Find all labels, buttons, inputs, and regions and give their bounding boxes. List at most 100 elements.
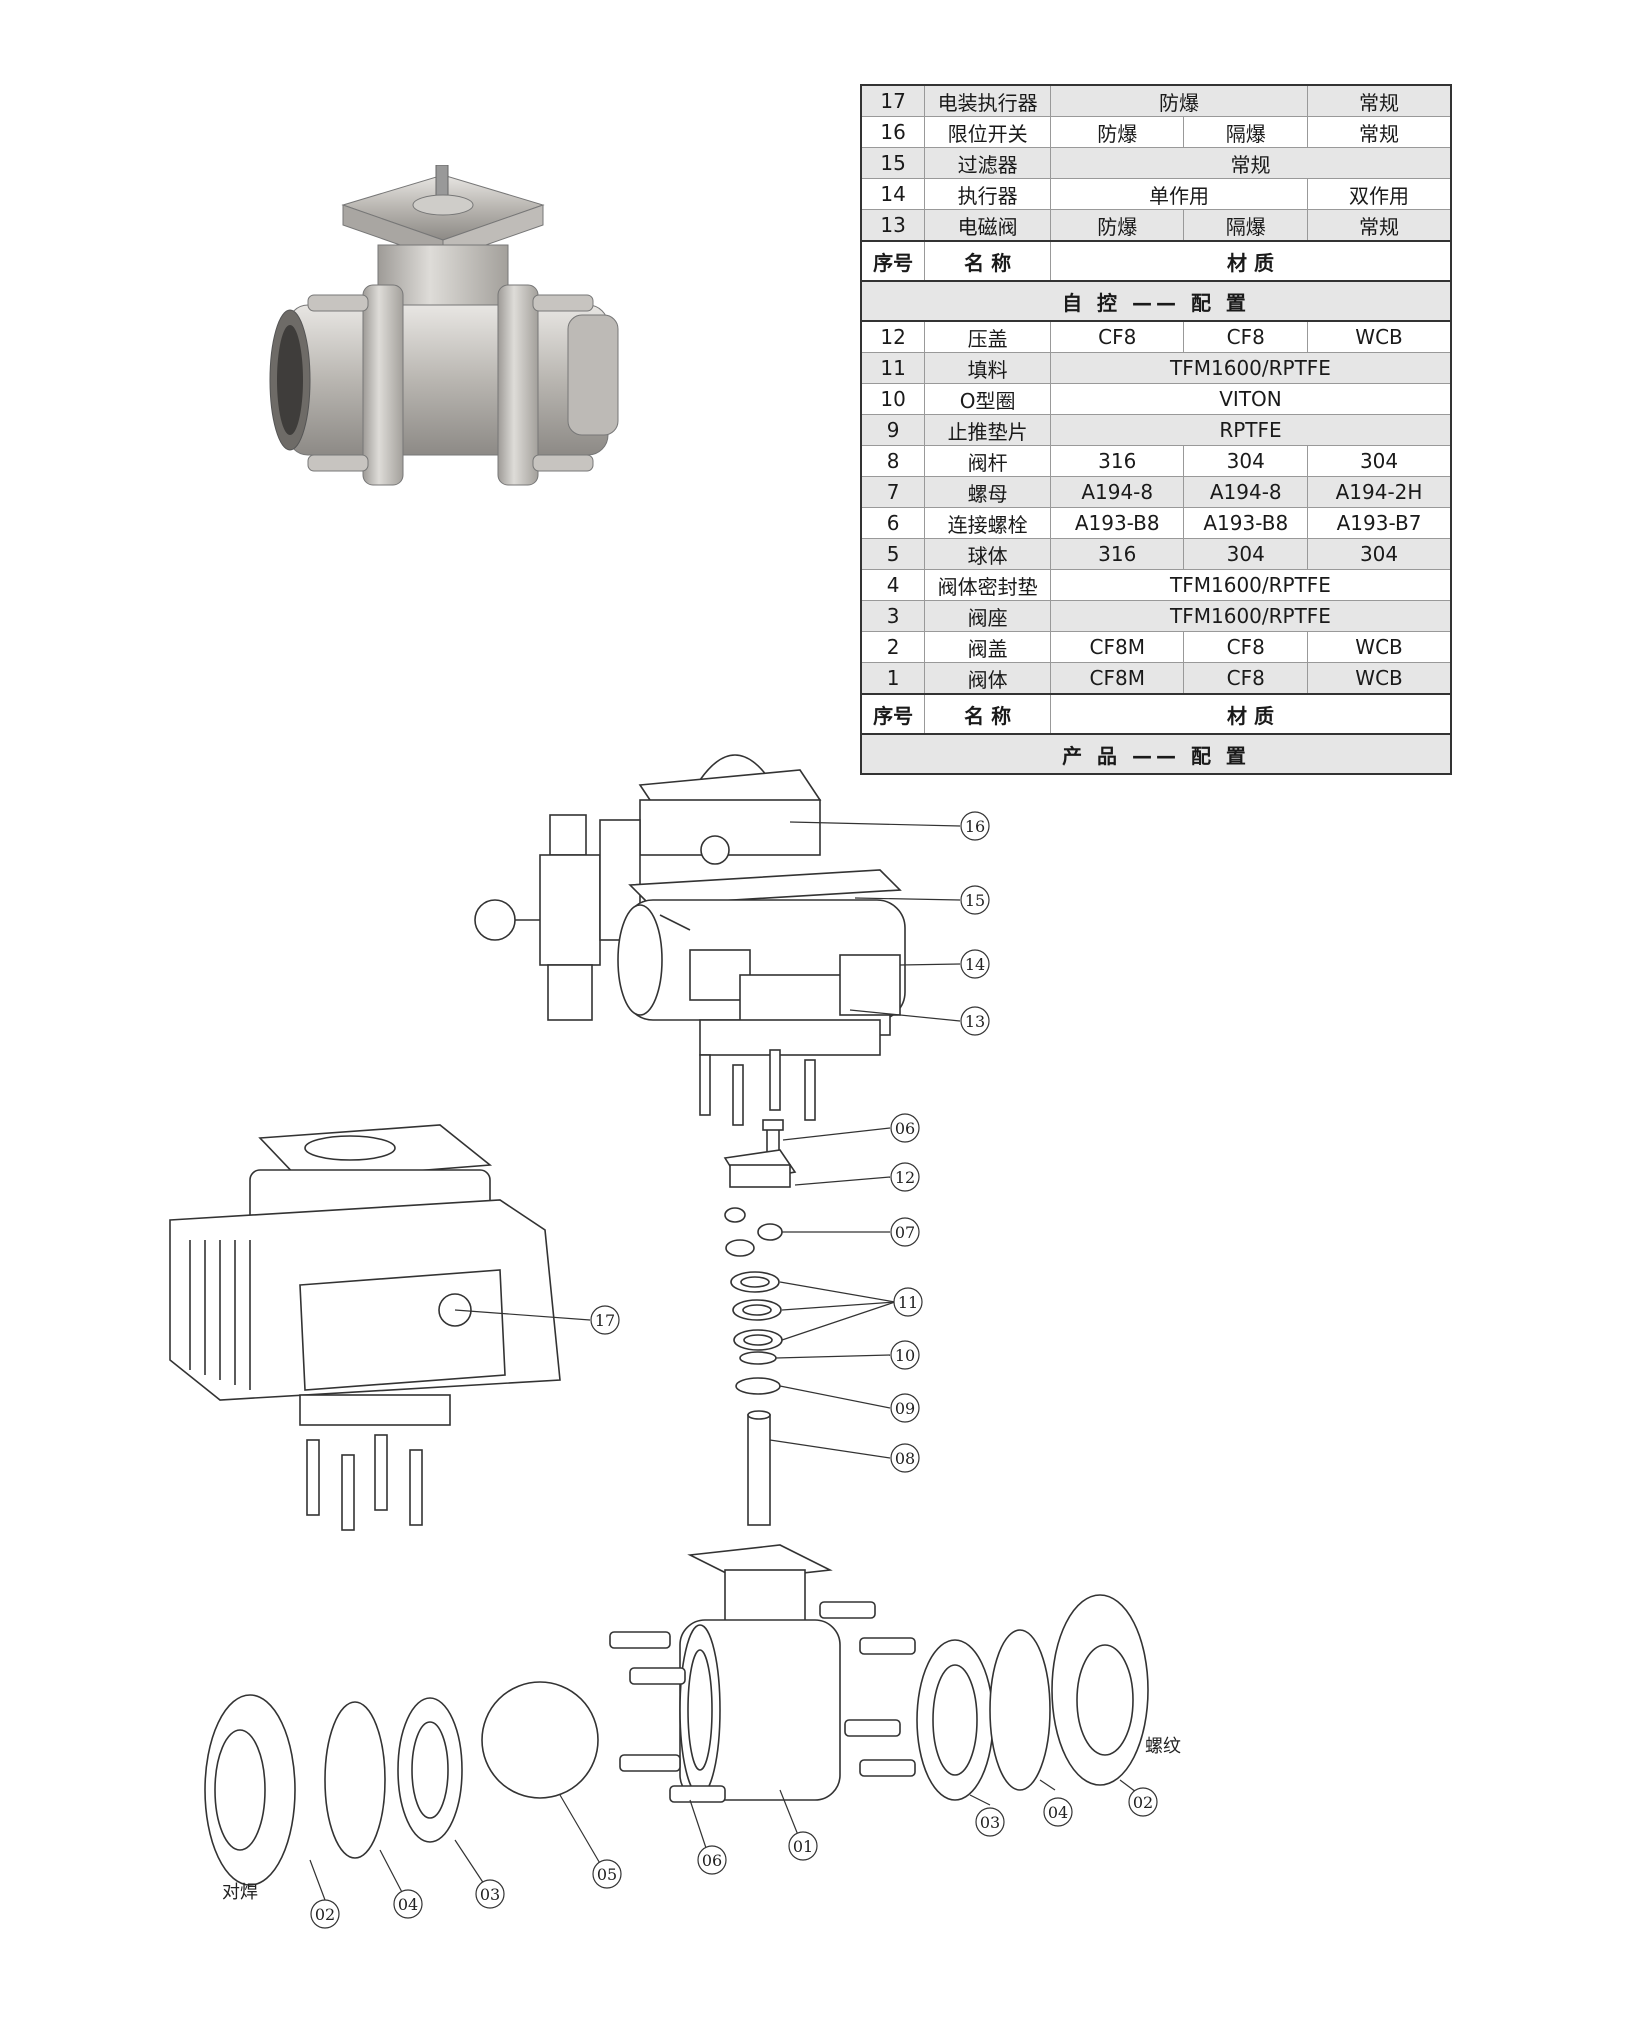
row-mat: 常规 xyxy=(1307,84,1452,117)
row-no: 16 xyxy=(860,116,926,148)
row-no: 12 xyxy=(860,320,926,353)
callout-09: 09 xyxy=(890,1393,920,1423)
row-mat: WCB xyxy=(1307,631,1452,663)
svg-text:04: 04 xyxy=(1048,1803,1068,1822)
row-mat: A193-B8 xyxy=(1183,507,1309,539)
row-no: 1 xyxy=(860,662,926,695)
weld-end-label: 对焊 xyxy=(222,1882,258,1903)
bom-header-row: 序号名 称材 质 xyxy=(860,693,1452,735)
solenoid-valve xyxy=(689,949,901,1056)
row-mat: 304 xyxy=(1183,445,1309,477)
row-name: 阀杆 xyxy=(924,445,1051,477)
callout-11: 11 xyxy=(893,1287,923,1317)
row-no: 15 xyxy=(860,147,926,179)
row-no: 6 xyxy=(860,507,926,539)
row-mat: VITON xyxy=(1049,383,1452,415)
row-name: 阀盖 xyxy=(924,631,1051,663)
row-name: 连接螺栓 xyxy=(924,507,1051,539)
thread-end-label: 螺纹 xyxy=(1145,1736,1181,1757)
row-mat: 防爆 xyxy=(1049,116,1185,148)
svg-text:04: 04 xyxy=(398,1895,418,1914)
row-no: 4 xyxy=(860,569,926,601)
row-mat: 304 xyxy=(1307,445,1452,477)
row-name: 电磁阀 xyxy=(924,209,1051,242)
svg-text:15: 15 xyxy=(965,891,985,910)
callout-08: 08 xyxy=(890,1443,920,1473)
svg-text:12: 12 xyxy=(895,1168,915,1187)
callout-16: 16 xyxy=(960,811,990,841)
callout-02-right: 02 xyxy=(1128,1787,1158,1817)
row-mat: 304 xyxy=(1183,538,1309,570)
svg-text:16: 16 xyxy=(965,817,985,836)
row-mat: 防爆 xyxy=(1049,209,1185,242)
row-no: 13 xyxy=(860,209,926,242)
svg-text:03: 03 xyxy=(980,1813,1000,1832)
limit-switch xyxy=(638,754,822,865)
callout-03-right: 03 xyxy=(975,1807,1005,1837)
row-name: 压盖 xyxy=(924,320,1051,353)
row-mat: 常规 xyxy=(1307,209,1452,242)
callout-02-left: 02 xyxy=(310,1899,340,1929)
svg-text:05: 05 xyxy=(597,1865,617,1884)
row-no: 2 xyxy=(860,631,926,663)
callout-03-left: 03 xyxy=(475,1879,505,1909)
svg-text:06: 06 xyxy=(895,1119,915,1138)
row-name: O型圈 xyxy=(924,383,1051,415)
row-no: 8 xyxy=(860,445,926,477)
callout-13: 13 xyxy=(960,1006,990,1036)
valve-body-parts xyxy=(204,1544,1149,1886)
row-mat: TFM1600/RPTFE xyxy=(1049,352,1452,384)
row-no: 7 xyxy=(860,476,926,508)
row-no: 17 xyxy=(860,84,926,117)
callout-07: 07 xyxy=(890,1217,920,1247)
row-mat: A193-B8 xyxy=(1049,507,1185,539)
row-mat: A194-2H xyxy=(1307,476,1452,508)
callout-14: 14 xyxy=(960,949,990,979)
row-mat: 常规 xyxy=(1049,147,1452,179)
row-mat: CF8 xyxy=(1049,320,1185,353)
row-mat: 316 xyxy=(1049,445,1185,477)
header-material: 材 质 xyxy=(1049,693,1452,735)
row-mat: A194-8 xyxy=(1049,476,1185,508)
row-name: 球体 xyxy=(924,538,1051,570)
callout-06-lower: 06 xyxy=(697,1845,727,1875)
row-mat: 316 xyxy=(1049,538,1185,570)
svg-text:17: 17 xyxy=(595,1311,615,1330)
row-mat: TFM1600/RPTFE xyxy=(1049,569,1452,601)
row-no: 9 xyxy=(860,414,926,446)
row-mat: TFM1600/RPTFE xyxy=(1049,600,1452,632)
row-mat: 隔爆 xyxy=(1183,116,1309,148)
row-no: 10 xyxy=(860,383,926,415)
callout-lines xyxy=(309,821,1141,1901)
row-name: 限位开关 xyxy=(924,116,1051,148)
callout-04-right: 04 xyxy=(1043,1797,1073,1827)
exploded-drawing: 16 15 14 13 06 12 07 11 10 09 08 17 02 0… xyxy=(169,754,1181,1929)
row-no: 11 xyxy=(860,352,926,384)
svg-text:10: 10 xyxy=(895,1346,915,1365)
row-mat: WCB xyxy=(1307,320,1452,353)
row-name: 过滤器 xyxy=(924,147,1051,179)
ball-valve-photo xyxy=(269,165,619,486)
product-section-title: 产 品 —— 配 置 xyxy=(860,733,1452,774)
svg-text:08: 08 xyxy=(895,1449,915,1468)
svg-text:01: 01 xyxy=(793,1837,813,1856)
auto-section-title: 自 控 —— 配 置 xyxy=(860,280,1452,322)
row-mat: WCB xyxy=(1307,662,1452,695)
callout-10: 10 xyxy=(890,1340,920,1370)
row-no: 5 xyxy=(860,538,926,570)
row-mat: RPTFE xyxy=(1049,414,1452,446)
row-mat: 304 xyxy=(1307,538,1452,570)
svg-text:06: 06 xyxy=(702,1851,722,1870)
callout-17: 17 xyxy=(590,1305,620,1335)
